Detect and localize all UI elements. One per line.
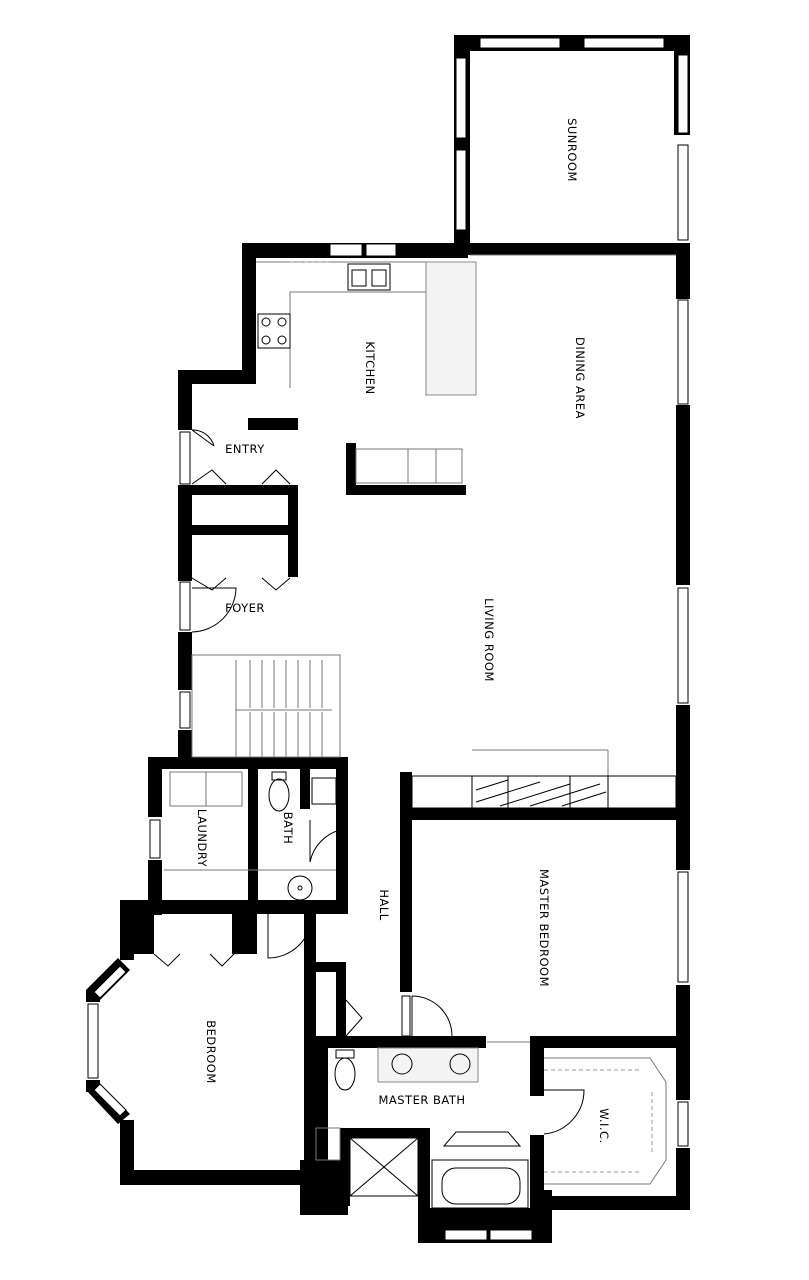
label-entry: ENTRY xyxy=(225,442,265,456)
label-bath: BATH xyxy=(281,812,295,845)
windows xyxy=(87,37,689,1241)
label-master-bedroom: MASTER BEDROOM xyxy=(537,869,551,987)
master-bath-fixtures xyxy=(315,1047,529,1209)
wic-fixtures xyxy=(487,1041,667,1185)
label-living-room: LIVING ROOM xyxy=(482,598,496,682)
laundry-bath-fixtures xyxy=(164,771,337,901)
label-bedroom: BEDROOM xyxy=(204,1020,218,1084)
label-wic: W.I.C. xyxy=(597,1108,611,1143)
label-foyer: FOYER xyxy=(225,601,265,615)
kitchen-fixtures xyxy=(256,254,676,484)
doors xyxy=(153,429,585,1135)
room-labels: SUNROOM KITCHEN DINING AREA ENTRY FOYER … xyxy=(195,118,611,1144)
label-sunroom: SUNROOM xyxy=(565,118,579,182)
label-kitchen: KITCHEN xyxy=(363,341,377,394)
label-dining-area: DINING AREA xyxy=(573,337,587,419)
label-master-bath: MASTER BATH xyxy=(378,1093,465,1107)
label-hall: HALL xyxy=(377,889,391,920)
stairs xyxy=(191,654,341,758)
label-laundry: LAUNDRY xyxy=(195,809,209,868)
fireplace xyxy=(411,749,677,809)
